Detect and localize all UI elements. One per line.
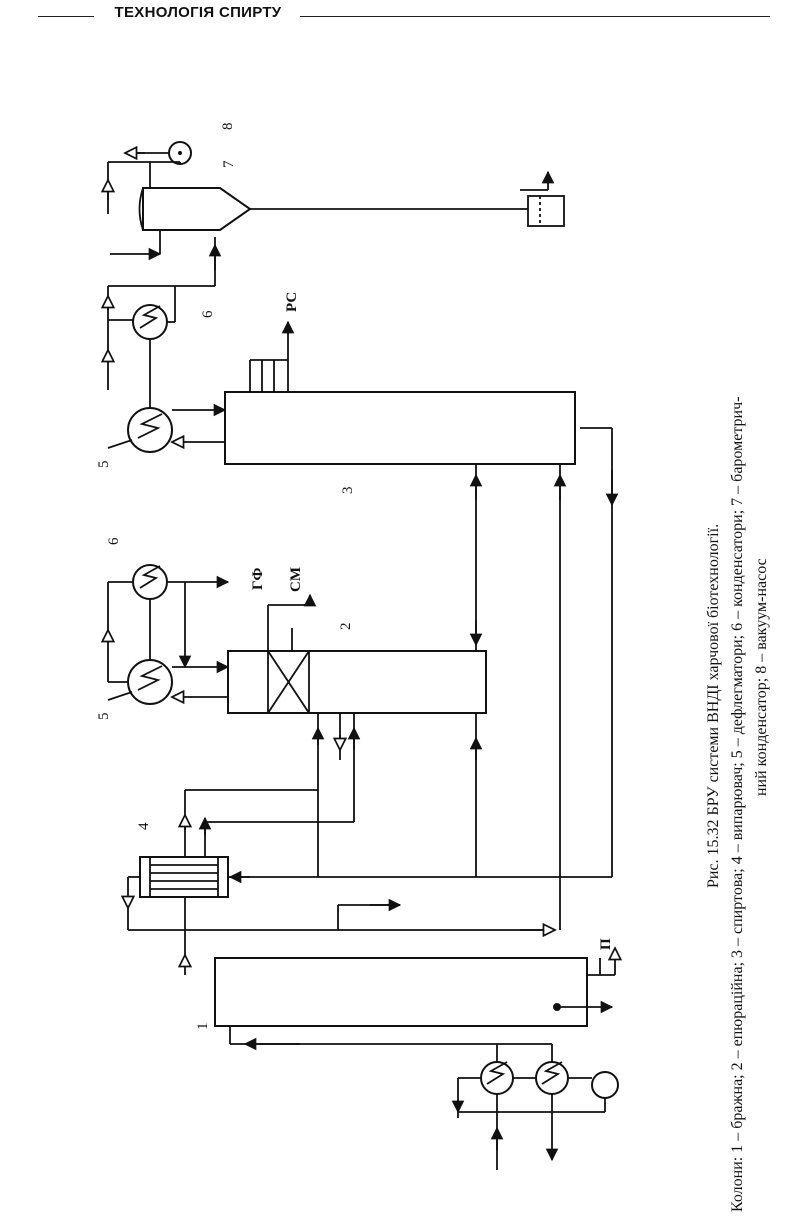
- figure-legend-line-1: Колони: 1 – бражна; 2 – епюраційна; 3 – …: [729, 397, 746, 1212]
- header-title: ТЕХНОЛОГІЯ СПИРТУ: [114, 4, 282, 21]
- label-evaporator-4: 4: [136, 822, 152, 830]
- condenser-6-col2: [132, 564, 168, 600]
- label-column-1: 1: [195, 1023, 211, 1031]
- header-rule-left: [38, 16, 94, 17]
- vacuum-pump-8: [125, 141, 192, 165]
- label-gf: ГФ: [250, 567, 266, 590]
- pump: [591, 1071, 619, 1099]
- label-column-3: 3: [340, 487, 356, 495]
- header-rule-right: [300, 16, 770, 17]
- label-condenser-6a: 6: [106, 537, 122, 545]
- dephlegmator-5-col3: [107, 407, 173, 453]
- label-dephlegmator-5a: 5: [96, 713, 112, 721]
- figure-legend-line-2: ний конденсатор; 8 – вакуум-насос: [753, 558, 770, 796]
- column-3-spirit: [224, 391, 576, 465]
- label-p: П: [598, 938, 614, 950]
- heat-exchanger-a: [480, 1061, 514, 1095]
- label-barometric-7: 7: [221, 160, 237, 168]
- heat-exchanger-b: [535, 1061, 569, 1095]
- label-vacuum-pump-8: 8: [220, 123, 236, 131]
- label-column-2: 2: [338, 623, 354, 631]
- condenser-6-col3: [132, 304, 168, 340]
- label-dephlegmator-5b: 5: [96, 461, 112, 469]
- barometric-condenser-7: [110, 170, 565, 261]
- label-sm: СМ: [288, 567, 304, 592]
- running-header: ТЕХНОЛОГІЯ СПИРТУ: [0, 0, 789, 34]
- column-2-epuration: [227, 650, 487, 714]
- label-condenser-6b: 6: [200, 310, 216, 318]
- evaporator-4: [128, 856, 229, 908]
- label-rs: РС: [284, 292, 300, 312]
- figure-caption-title: Рис. 15.32 БРУ системи ВНДІ харчової біо…: [705, 524, 722, 888]
- column-1-beer: [214, 957, 614, 1027]
